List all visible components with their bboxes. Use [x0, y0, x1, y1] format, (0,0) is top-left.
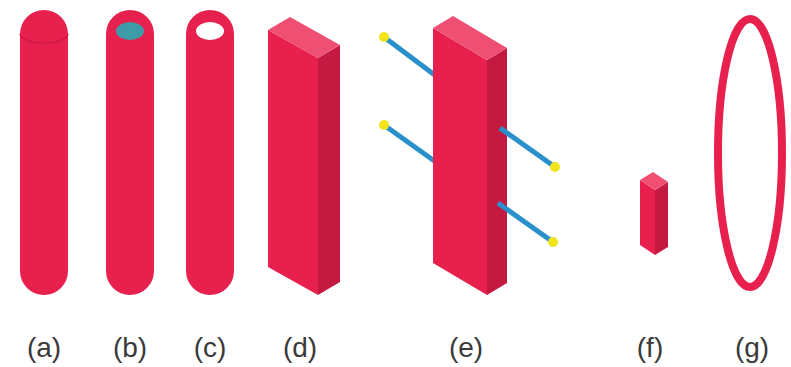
rod [384, 37, 440, 79]
tube-bore [196, 22, 224, 40]
small-plate [640, 172, 668, 255]
rod-end [550, 162, 560, 172]
rod [498, 203, 553, 242]
ring [718, 19, 782, 287]
cored-cylinder [106, 10, 154, 295]
cylinder-rim [20, 34, 68, 43]
slab-with-rods [379, 16, 560, 295]
panel-label: (e) [449, 334, 483, 362]
rod-end [548, 237, 558, 247]
slab-side [318, 45, 340, 295]
slab [268, 17, 340, 295]
rod-end [379, 120, 389, 130]
cylinder-body [106, 10, 154, 295]
plate-front [640, 180, 655, 255]
panel-label: (d) [283, 334, 317, 362]
slab-top [268, 17, 340, 58]
panel-label: (b) [113, 334, 147, 362]
plate-side [655, 182, 668, 255]
plate-top [640, 172, 668, 190]
panel-label: (g) [735, 334, 769, 362]
panel-label: (c) [194, 334, 227, 362]
slab-front [433, 28, 487, 295]
slab-front [268, 30, 318, 295]
cylinder-body [20, 10, 68, 295]
rod-end [379, 32, 389, 42]
slab-top [433, 16, 507, 60]
solid-cylinder [20, 10, 68, 295]
rod [500, 128, 555, 167]
cylinder-core [116, 22, 144, 40]
hollow-tube [186, 10, 234, 295]
tube-body [186, 10, 234, 295]
rod [384, 125, 440, 165]
slab-side [487, 48, 507, 295]
panel-label: (a) [27, 334, 61, 362]
panel-label: (f) [637, 334, 663, 362]
